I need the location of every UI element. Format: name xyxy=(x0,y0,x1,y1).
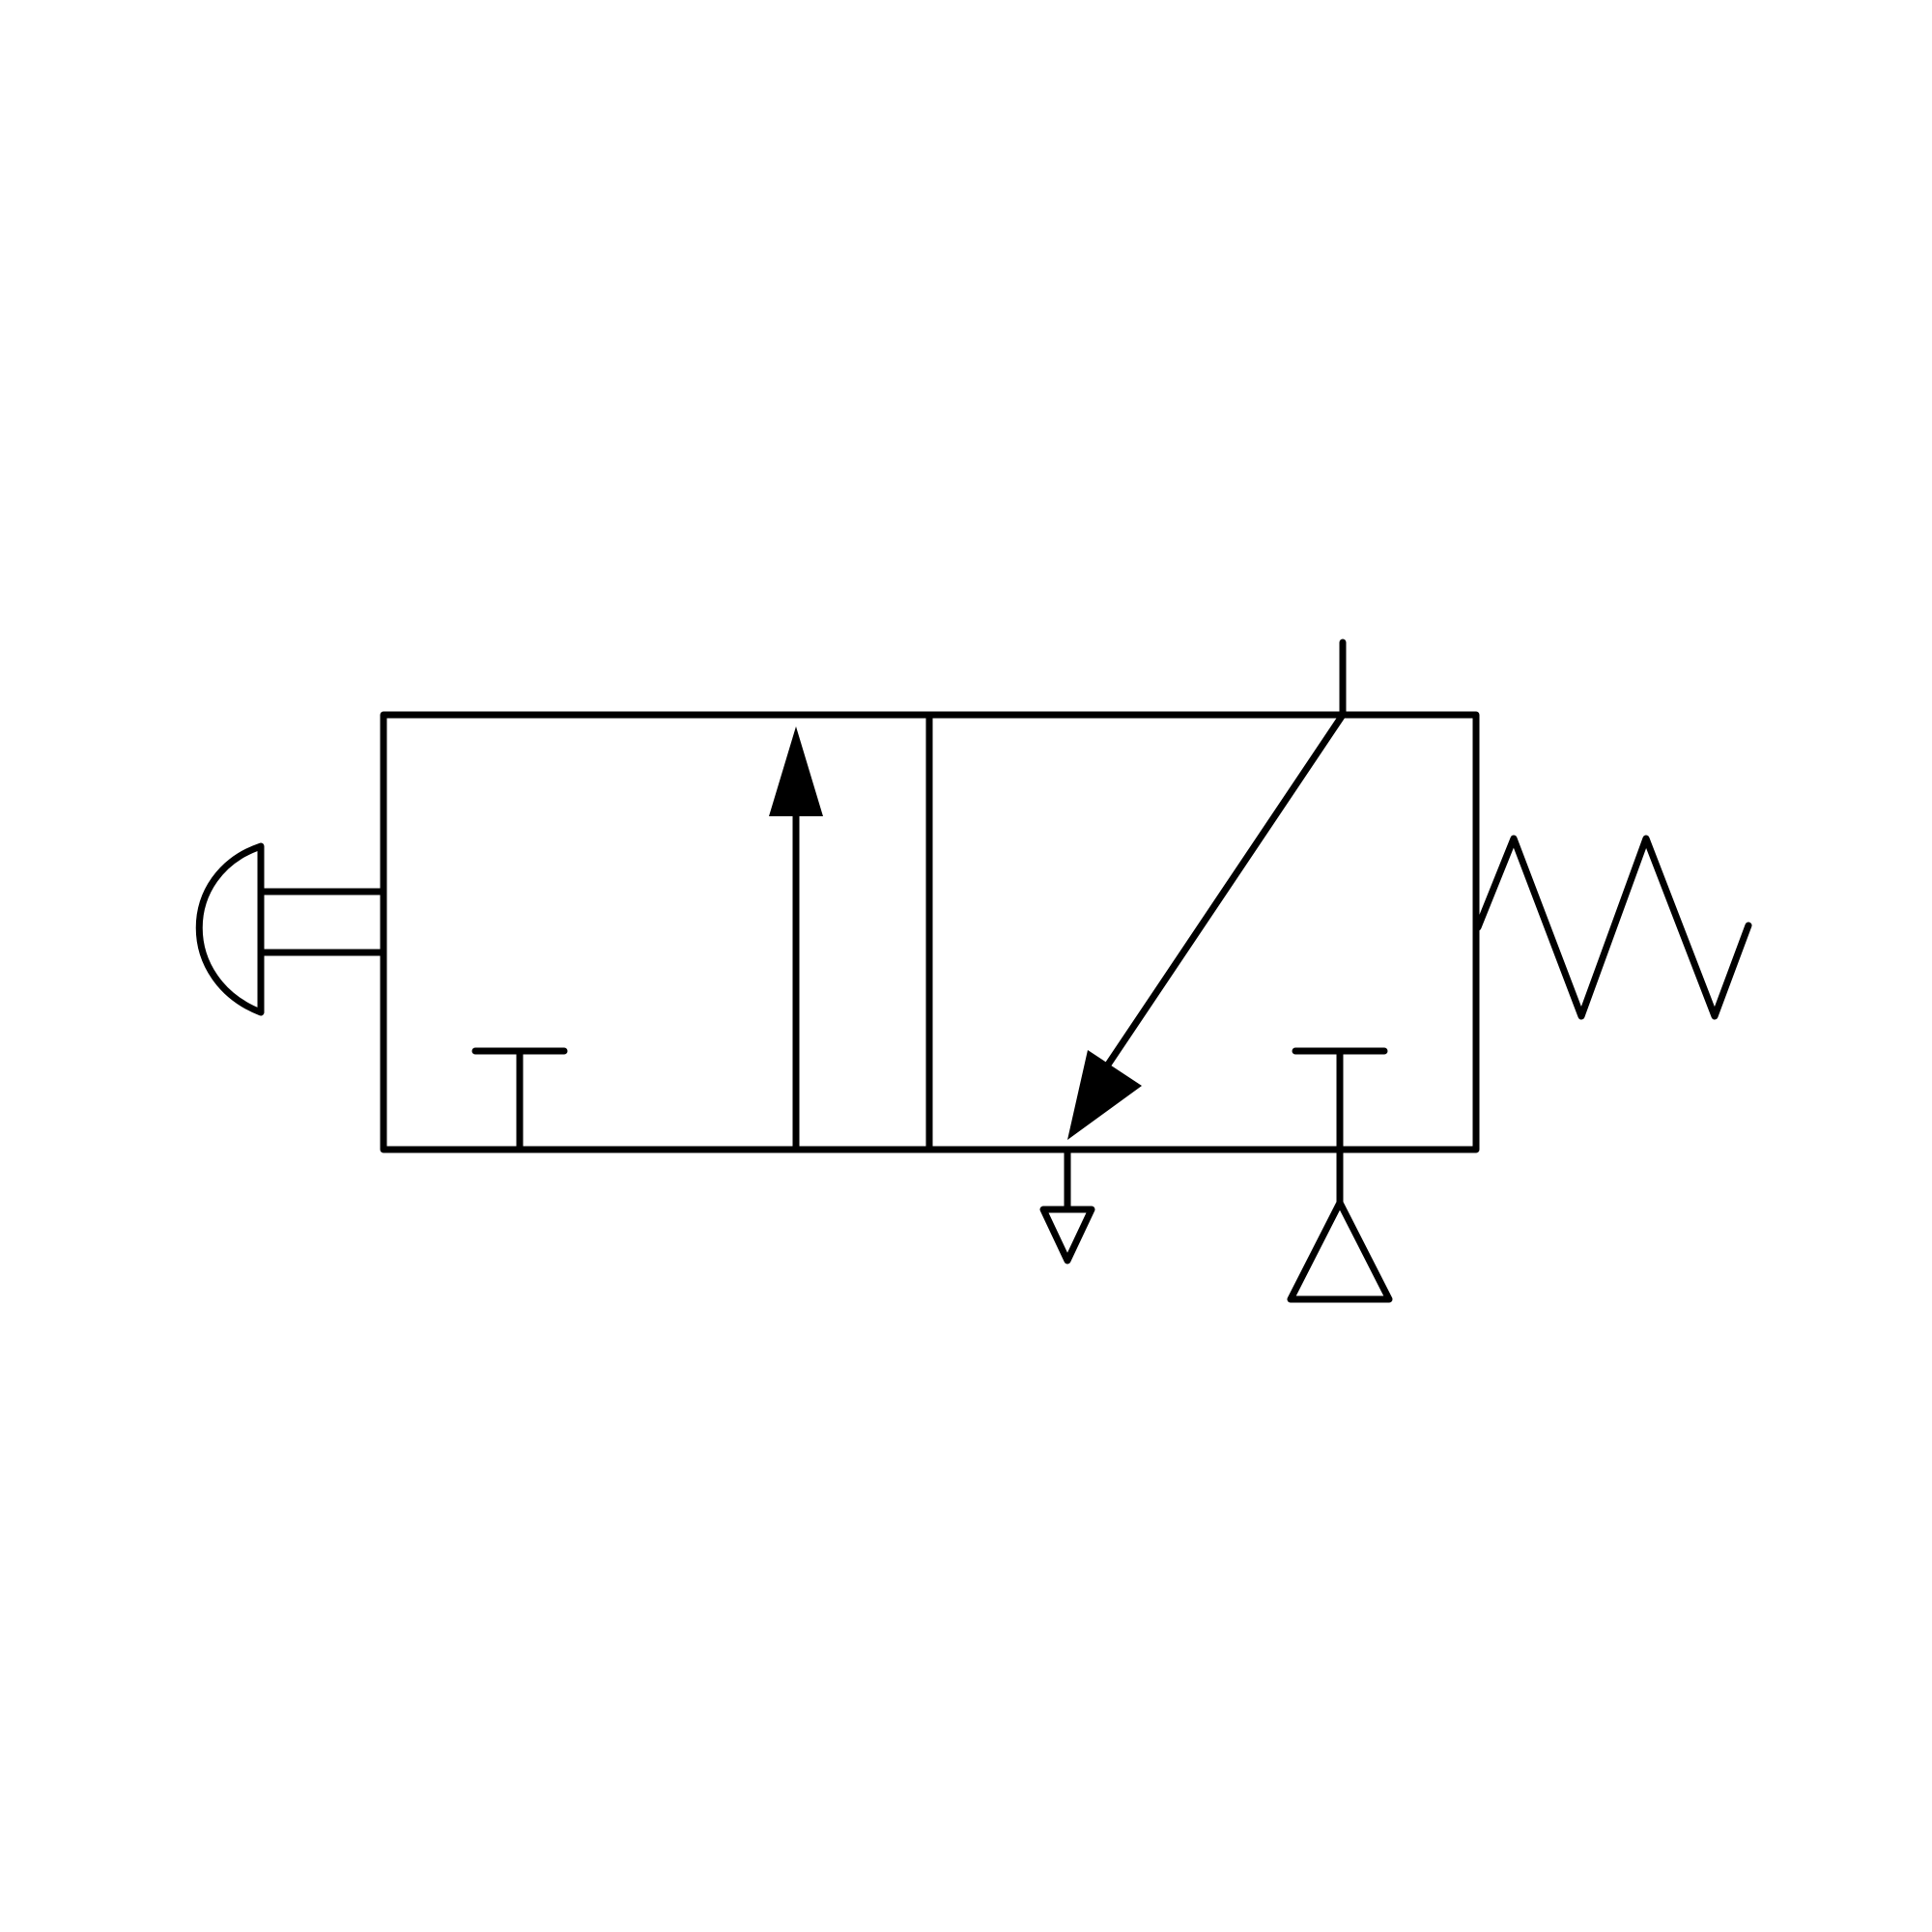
valve-position-right xyxy=(925,711,1480,1153)
push-button-actuator xyxy=(195,842,384,1016)
flow-arrow-diagonal-line xyxy=(1093,711,1347,1086)
right-position-paths xyxy=(1067,711,1388,1153)
push-button-head xyxy=(195,842,265,1016)
flow-arrow-diagonal-head xyxy=(1067,1050,1142,1140)
valve-body xyxy=(380,711,1480,1153)
return-spring xyxy=(1474,835,1752,1020)
exhaust-triangle-icon xyxy=(1039,1206,1095,1264)
left-position-paths xyxy=(471,726,823,1153)
pressure-source-port xyxy=(1287,1146,1393,1303)
exhaust-port xyxy=(1039,1146,1095,1264)
pressure-source-triangle-icon xyxy=(1287,1199,1393,1303)
flow-arrow-up-head xyxy=(769,726,823,816)
